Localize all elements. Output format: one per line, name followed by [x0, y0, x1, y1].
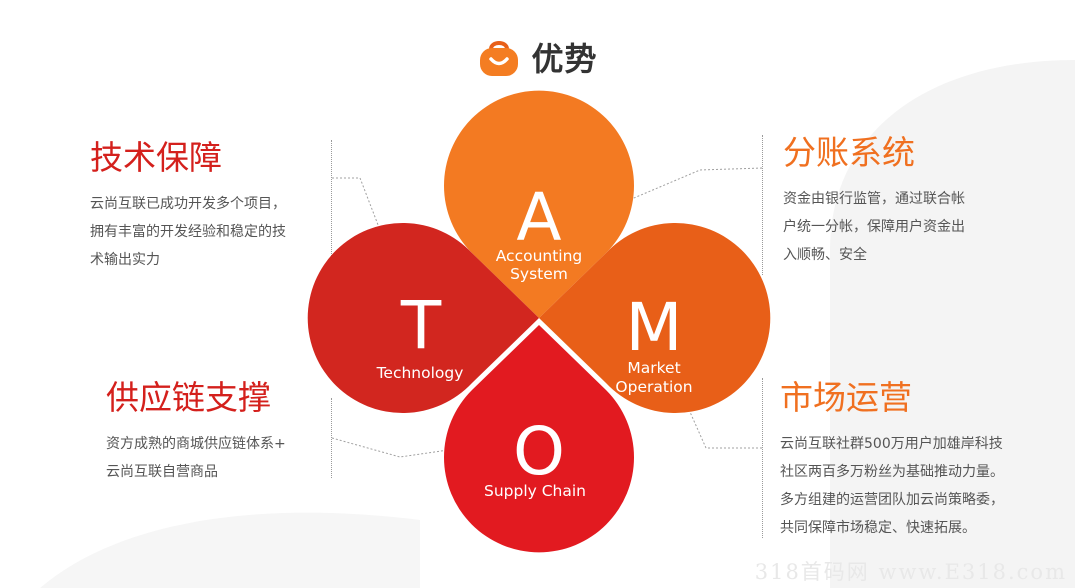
tech-heading: 技术保障 [90, 138, 222, 177]
petal-technology [307, 223, 539, 413]
letter-m: M [626, 289, 683, 366]
label-a-line2: System [510, 265, 568, 283]
supply-block: 供应链支撑 资方成熟的商城供应链体系+ 云尚互联自营商品 [106, 378, 286, 486]
supply-line: 资方成熟的商城供应链体系+ [106, 436, 286, 452]
supply-line: 云尚互联自营商品 [106, 464, 218, 480]
header: 优势 [0, 34, 1075, 80]
fen-line: 户统一分帐，保障用户资金出 [783, 219, 965, 235]
shi-heading: 市场运营 [780, 378, 912, 417]
tech-block: 技术保障 云尚互联已成功开发多个项目， 拥有丰富的开发经验和稳定的技 术输出实力 [90, 138, 286, 274]
page-title: 优势 [531, 40, 598, 78]
divider-shi [762, 378, 763, 538]
connector-tech [332, 177, 391, 257]
label-o-line1: Supply Chain [484, 482, 586, 500]
label-m-line1: Market [627, 359, 680, 377]
connector-shi [689, 411, 762, 449]
watermark: 318首码网 www.E318.com [754, 560, 1067, 584]
fen-body: 资金由银行监管，通过联合帐 户统一分帐，保障用户资金出 入顺畅、安全 [783, 185, 965, 269]
shopping-bag-icon [480, 41, 519, 76]
tech-body: 云尚互联已成功开发多个项目， 拥有丰富的开发经验和稳定的技 术输出实力 [90, 190, 286, 274]
label-t-line1: Technology [376, 364, 464, 382]
label-a-line1: Accounting [496, 247, 583, 265]
tech-line: 拥有丰富的开发经验和稳定的技 [90, 224, 286, 240]
fen-block: 分账系统 资金由银行监管，通过联合帐 户统一分帐，保障用户资金出 入顺畅、安全 [783, 133, 965, 269]
fen-line: 资金由银行监管，通过联合帐 [783, 191, 965, 207]
petal-accounting [443, 90, 635, 318]
supply-body: 资方成熟的商城供应链体系+ 云尚互联自营商品 [106, 430, 286, 486]
shi-line: 社区两百多万粉丝为基础推动力量。 [780, 464, 1004, 480]
connector-fen [614, 167, 763, 207]
connector-supply [331, 437, 463, 458]
tech-line: 云尚互联已成功开发多个项目， [90, 196, 286, 212]
label-m-line2: Operation [615, 378, 692, 396]
shi-line: 多方组建的运营团队加云尚策略委， [780, 492, 1004, 508]
supply-heading: 供应链支撑 [106, 378, 271, 417]
petal-market [539, 223, 771, 413]
fen-line: 入顺畅、安全 [783, 247, 867, 263]
tech-line: 术输出实力 [90, 252, 160, 268]
petal-supply [444, 325, 635, 553]
divider-supply [331, 398, 332, 478]
divider-tech [331, 140, 332, 280]
shi-body: 云尚互联社群500万用户加雄岸科技 社区两百多万粉丝为基础推动力量。 多方组建的… [780, 430, 1004, 542]
letter-t: T [400, 287, 442, 364]
fen-heading: 分账系统 [783, 133, 915, 172]
shi-line: 云尚互联社群500万用户加雄岸科技 [780, 436, 1003, 452]
letter-o: O [513, 413, 565, 490]
shi-block: 市场运营 云尚互联社群500万用户加雄岸科技 社区两百多万粉丝为基础推动力量。 … [780, 378, 1004, 542]
shi-line: 共同保障市场稳定、快速拓展。 [780, 520, 976, 536]
divider-fen [762, 135, 763, 275]
letter-a: A [516, 179, 561, 256]
